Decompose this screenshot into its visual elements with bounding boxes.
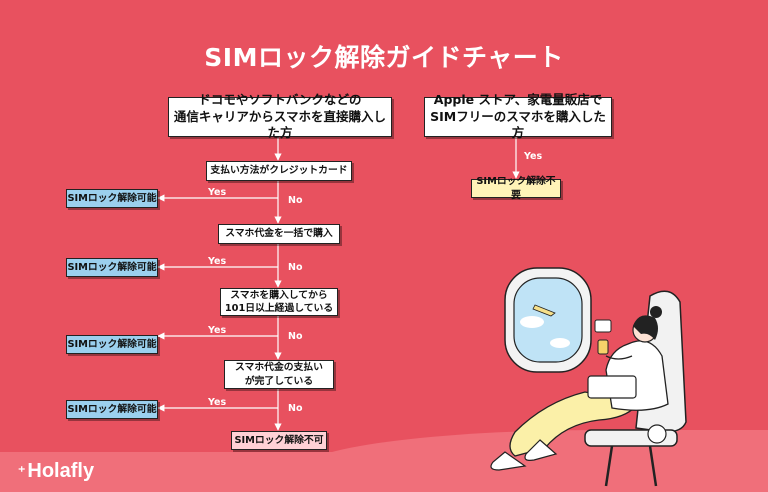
laptop [587, 375, 637, 399]
no-label-4: No [288, 403, 303, 414]
result-unlock-possible-3: SIMロック解除可能 [66, 335, 158, 354]
carrier-purchase-box: ドコモやソフトバンクなどの通信キャリアからスマホを直接購入した方 [168, 92, 392, 140]
seat-leg-2 [648, 445, 658, 487]
shoe [490, 451, 527, 471]
question-101-days-line2: 101日以上経過している [224, 303, 334, 314]
question-101-days-line1: スマホを購入してから [230, 289, 328, 301]
carrier-purchase-line2: 通信キャリアからスマホを直接購入した方 [173, 108, 387, 141]
no-label-2: No [288, 262, 303, 273]
seat-leg [604, 445, 614, 487]
holafly-logo-icon: ⁺ [18, 463, 26, 479]
question-lump-sum: スマホ代金を一括で購入 [218, 224, 340, 244]
arm [605, 355, 633, 360]
pants [509, 391, 641, 457]
simfree-purchase-line1: Apple ストア、家電量販店で [433, 91, 603, 107]
question-101-days: スマホを購入してから 101日以上経過している [220, 288, 338, 316]
shoe-2 [524, 439, 558, 461]
holafly-logo: ⁺ Holafly [18, 460, 94, 483]
result-unlock-unneeded: SIMロック解除不要 [471, 176, 561, 201]
phone [597, 339, 609, 355]
result-unlock-possible-1: SIMロック解除可能 [66, 189, 158, 208]
question-payment-complete-line1: スマホ代金の支払い [235, 362, 323, 374]
carrier-purchase-line1: ドコモやソフトバンクなどの [198, 91, 362, 107]
cloud-icon [520, 316, 544, 328]
result-unlock-impossible: SIMロック解除不可 [231, 431, 327, 450]
question-payment-complete-line2: が完了している [244, 375, 314, 387]
result-unlock-possible-4: SIMロック解除可能 [66, 400, 158, 419]
seat-wheel [647, 424, 667, 444]
result-unlock-possible-2: SIMロック解除可能 [66, 258, 158, 277]
hair [633, 315, 658, 340]
hair-bun [650, 306, 662, 318]
question-payment-complete: スマホ代金の支払いが完了している [224, 360, 334, 389]
yes-label-4: Yes [208, 397, 227, 408]
yes-label-3: Yes [208, 325, 227, 336]
simfree-purchase-line2: SIMフリーのスマホを購入した方 [430, 108, 606, 141]
holafly-logo-text: Holafly [27, 460, 95, 482]
cloud-icon-2 [550, 338, 570, 348]
chart-title: SIMロック解除ガイドチャート [204, 43, 564, 72]
bird-icon [532, 304, 556, 317]
yes-label-2: Yes [208, 256, 227, 267]
no-label-3: No [288, 331, 303, 342]
yes-label-1: Yes [208, 187, 227, 198]
no-label-1: No [288, 195, 303, 206]
question-credit-card: 支払い方法がクレジットカード [206, 161, 352, 181]
floor-band [0, 452, 768, 492]
sim-card-icon [594, 319, 612, 333]
yes-label-right: Yes [524, 151, 543, 162]
